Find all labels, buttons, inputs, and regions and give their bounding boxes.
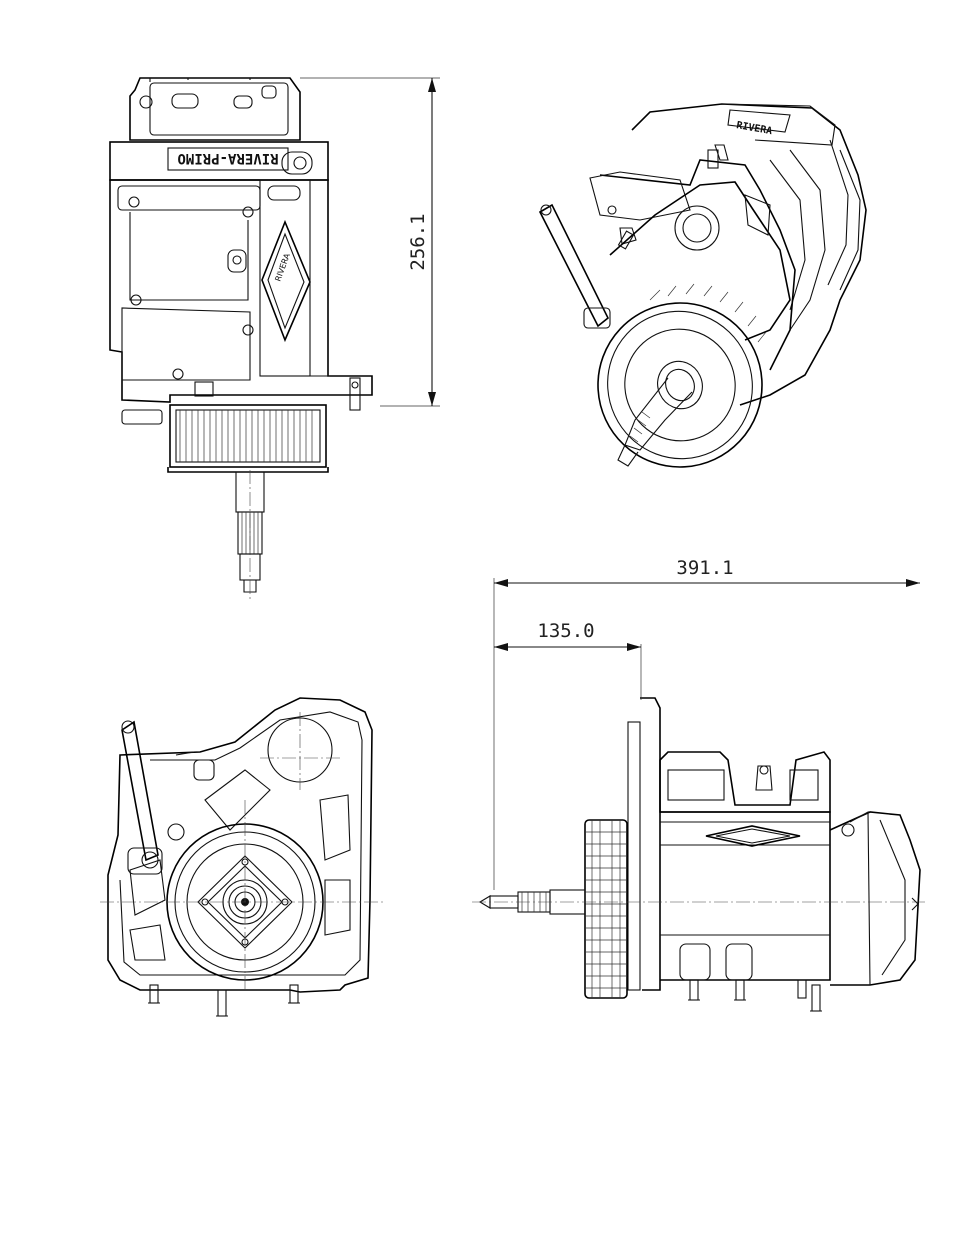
overall-length-label: 391.1: [676, 557, 733, 579]
offset-length-label: 135.0: [537, 620, 594, 642]
nameplate-text: RIVERA-PRIMO: [177, 150, 278, 166]
height-dimension-label: 256.1: [407, 213, 429, 270]
